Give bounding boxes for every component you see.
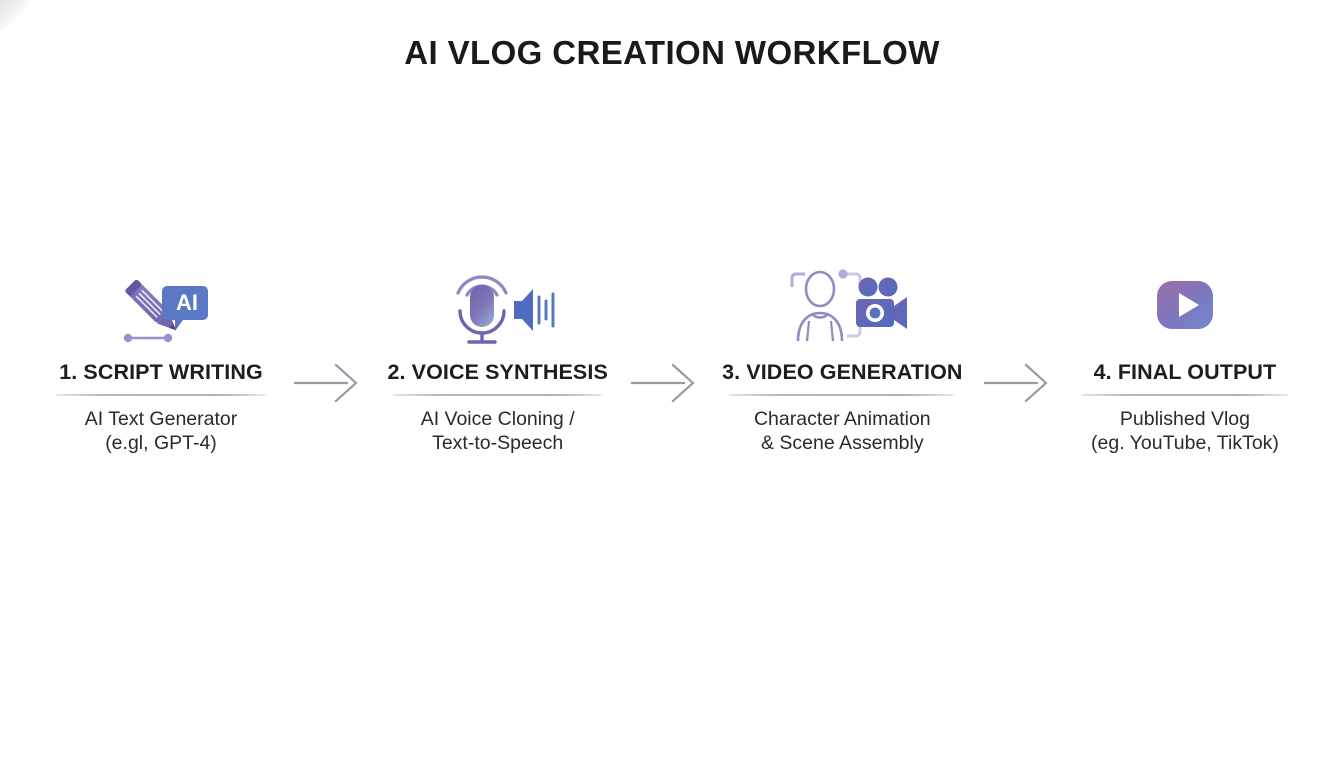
workflow-step-video-generation[interactable]: 3. VIDEO GENERATION Character Animation … (722, 258, 962, 455)
step-divider (392, 394, 603, 396)
page-corner-artifact (0, 0, 32, 32)
step-divider (56, 394, 266, 396)
arrow-step1-to-step2 (286, 362, 372, 404)
workflow-steps-row: AI 1. SCRIPT WRITING AI Text Generator (… (56, 258, 1288, 455)
workflow-step-script-writing[interactable]: AI 1. SCRIPT WRITING AI Text Generator (… (56, 258, 266, 455)
page-title: AI VLOG CREATION WORKFLOW (404, 34, 940, 71)
character-video-camera-icon (776, 258, 908, 352)
step-description: AI Text Generator (e.gl, GPT-4) (84, 408, 238, 454)
step-title: 1. SCRIPT WRITING (59, 360, 263, 384)
arrow-step2-to-step3 (623, 362, 709, 404)
arrow-step3-to-step4 (976, 362, 1062, 404)
play-button-icon (1155, 258, 1215, 352)
pencil-ai-chat-icon: AI (111, 258, 211, 352)
step-title: 2. VOICE SYNTHESIS (387, 360, 608, 384)
step-divider (729, 394, 956, 396)
step-description: Character Animation & Scene Assembly (753, 408, 931, 454)
ai-bubble-label: AI (176, 290, 198, 315)
step-divider (1081, 394, 1288, 396)
workflow-step-voice-synthesis[interactable]: 2. VOICE SYNTHESIS AI Voice Cloning / Te… (387, 258, 608, 455)
step-description: AI Voice Cloning / Text-to-Speech (420, 408, 575, 454)
microphone-speaker-icon (440, 258, 556, 352)
step-title: 3. VIDEO GENERATION (722, 360, 963, 384)
step-title: 4. FINAL OUTPUT (1093, 360, 1277, 384)
workflow-step-final-output[interactable]: 4. FINAL OUTPUT Published Vlog (eg. YouT… (1081, 258, 1288, 455)
step-description: Published Vlog (eg. YouTube, TikTok) (1091, 408, 1279, 454)
